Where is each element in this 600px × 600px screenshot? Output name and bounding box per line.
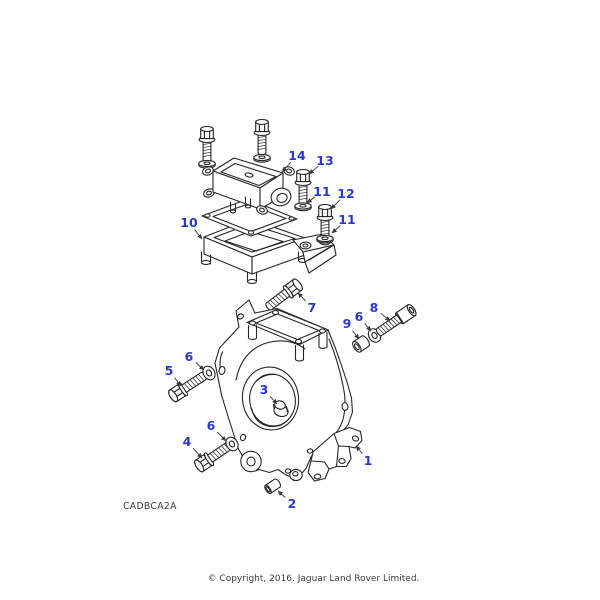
leader-line xyxy=(269,395,278,405)
cover-front-ear xyxy=(256,205,268,215)
callout-11[interactable]: 11 xyxy=(313,184,330,199)
callout-5[interactable]: 5 xyxy=(165,363,174,378)
leader-line xyxy=(331,225,341,234)
callout-4[interactable]: 4 xyxy=(183,434,192,449)
top-mounting-bolt-left xyxy=(198,125,216,169)
leader-line xyxy=(281,161,292,173)
leader-line xyxy=(194,229,203,240)
bracket-top-flange xyxy=(246,308,330,362)
bracket-part-1 xyxy=(214,299,363,482)
copyright-text: © Copyright, 2016. Jaguar Land Rover Lim… xyxy=(208,574,420,584)
bolt-part-7 xyxy=(262,276,306,315)
spacer-part-9 xyxy=(350,333,372,355)
callout-13[interactable]: 13 xyxy=(316,153,333,168)
leader-line xyxy=(330,199,341,210)
callout-8[interactable]: 8 xyxy=(370,300,379,315)
bracket-lower-wing xyxy=(307,426,363,482)
callout-6[interactable]: 6 xyxy=(355,309,364,324)
callout-1[interactable]: 1 xyxy=(364,453,373,468)
leader-line xyxy=(380,312,391,322)
leader-line xyxy=(195,362,205,371)
leader-line xyxy=(297,292,307,302)
callout-11[interactable]: 11 xyxy=(338,212,355,227)
cover-port xyxy=(270,187,292,207)
callout-14[interactable]: 14 xyxy=(288,148,306,163)
leader-line xyxy=(277,490,286,498)
callout-3[interactable]: 3 xyxy=(260,382,269,397)
nut-part-11-lower xyxy=(316,234,334,244)
cover-studs xyxy=(229,196,252,214)
leader-line xyxy=(364,323,372,332)
callout-6[interactable]: 6 xyxy=(207,418,216,433)
callout-7[interactable]: 7 xyxy=(308,300,317,315)
callout-6[interactable]: 6 xyxy=(185,349,194,364)
leader-line xyxy=(355,445,363,454)
leader-line xyxy=(192,447,203,459)
bolt-part-3 xyxy=(272,400,289,418)
callout-12[interactable]: 12 xyxy=(337,186,354,201)
bolt-part-8 xyxy=(373,302,419,340)
diagram-code: CADBCA2A xyxy=(123,501,177,512)
leader-line xyxy=(352,330,360,340)
nut-part-11-upper xyxy=(294,202,312,212)
cover-part-14 xyxy=(202,157,295,215)
leader-line xyxy=(308,165,319,175)
leader-line xyxy=(306,196,316,204)
callout-10[interactable]: 10 xyxy=(180,215,198,230)
leader-line xyxy=(216,431,227,442)
top-mounting-bolt-right xyxy=(253,118,271,163)
callout-9[interactable]: 9 xyxy=(343,316,352,331)
bolt-part-13 xyxy=(294,168,312,206)
callout-2[interactable]: 2 xyxy=(288,496,297,511)
leader-line xyxy=(174,377,182,387)
